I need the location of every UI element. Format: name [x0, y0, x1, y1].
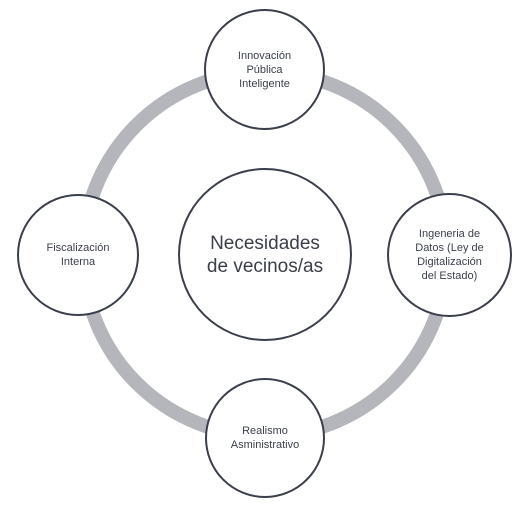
- node-innovacion-publica-label: Innovación Pública Inteligente: [237, 49, 292, 90]
- node-fiscalizacion-interna-label: Fiscalización Interna: [46, 242, 110, 268]
- center-node-label: Necesidades de vecinos/as: [206, 232, 324, 277]
- node-innovacion-publica: Innovación Pública Inteligente: [204, 9, 325, 130]
- node-ingenieria-datos-label: Ingeneria de Datos (Ley de Digitalizació…: [415, 228, 484, 282]
- center-node: Necesidades de vecinos/as: [178, 168, 352, 341]
- node-fiscalizacion-interna: Fiscalización Interna: [17, 194, 139, 316]
- node-realismo-administrativo-label: Realismo Asministrativo: [230, 425, 300, 451]
- node-realismo-administrativo: Realismo Asministrativo: [205, 378, 325, 498]
- node-ingenieria-datos: Ingeneria de Datos (Ley de Digitalizació…: [387, 193, 512, 317]
